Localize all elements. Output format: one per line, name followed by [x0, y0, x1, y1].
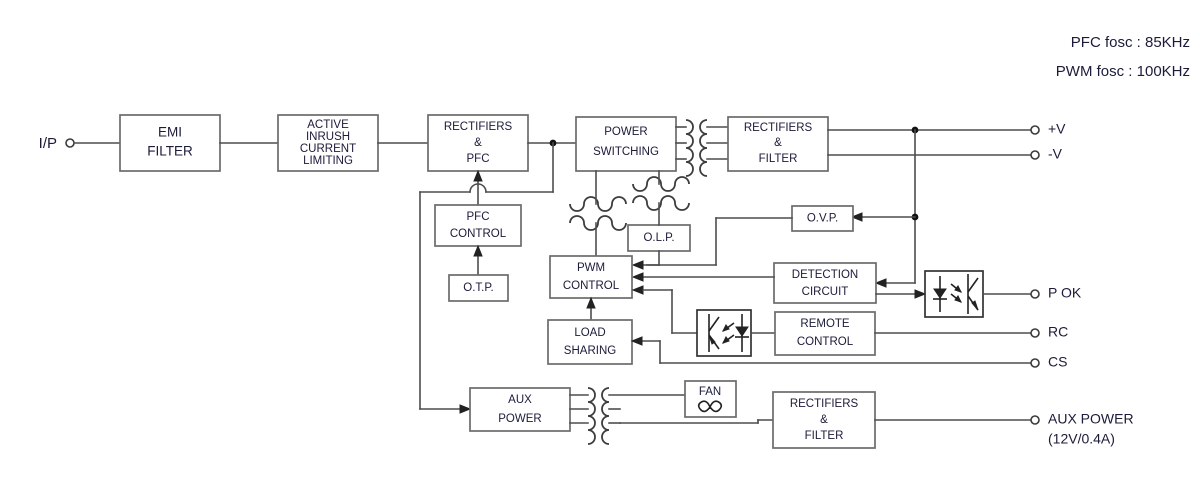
block-pwm-control-line2: CONTROL [563, 280, 620, 292]
block-remote-control [774, 311, 876, 356]
arrowhead-detection-to-opto [914, 289, 927, 299]
block-emi-filter-line2: FILTER [147, 144, 193, 159]
block-rectfilter-line3: FILTER [759, 153, 798, 165]
block-pwm-control-line1: PWM [577, 262, 605, 274]
block-active-inrush-current-limiting [277, 114, 379, 172]
block-emi-filter-line1: EMI [158, 125, 182, 140]
terminal-label-plus-v: +V [1048, 121, 1066, 137]
block-rectfilter-line2: & [774, 137, 782, 149]
block-fan-label: FAN [699, 386, 721, 398]
current-transformer-olp [632, 170, 690, 226]
block-power-switching-line2: SWITCHING [593, 146, 659, 158]
block-aux-power [469, 387, 571, 432]
block-rectpfc-line3: PFC [467, 153, 490, 165]
arrowhead-detection-to-pwm [631, 272, 644, 282]
optocoupler-p-ok [924, 270, 984, 318]
arrowhead-cs-to-loadsharing [630, 336, 643, 346]
block-inrush-line4: LIMITING [303, 155, 353, 167]
block-rectifiers-and-pfc [427, 114, 529, 172]
block-remote-control-line2: CONTROL [797, 336, 854, 348]
block-ovp-label: O.V.P. [807, 213, 838, 225]
block-pfc-control-line2: CONTROL [450, 228, 507, 240]
block-pfc-control [434, 204, 522, 247]
wire-hop-over-pfc-arrow [469, 183, 487, 193]
arrowhead-pfccontrol-to-rectpfc [473, 169, 483, 182]
block-load-sharing-line1: LOAD [574, 327, 605, 339]
fan-icon [697, 400, 723, 413]
block-aux-rectfilter-line3: FILTER [805, 430, 844, 442]
block-inrush-line2: INRUSH [306, 131, 350, 143]
current-transformer-pwm [569, 170, 627, 257]
block-power-switching-line1: POWER [604, 126, 647, 138]
input-label: I/P [39, 135, 57, 152]
block-aux-power-line2: POWER [498, 413, 541, 425]
block-pfc-control-line1: PFC [467, 211, 490, 223]
block-olp [627, 224, 691, 252]
terminal-label-minus-v: -V [1048, 146, 1063, 162]
terminal-label-aux-power: AUX POWER [1048, 411, 1134, 427]
block-rectpfc-line1: RECTIFIERS [444, 121, 513, 133]
block-load-sharing [547, 319, 633, 365]
optocoupler-remote-control [696, 309, 752, 357]
block-fan [684, 380, 737, 418]
block-inrush-line1: ACTIVE [307, 119, 349, 131]
block-inrush-line3: CURRENT [300, 143, 356, 155]
arrowhead-loadsharing-to-pwm [586, 296, 596, 309]
terminal-label-p-ok: P OK [1048, 285, 1082, 301]
terminal-aux-power [1030, 415, 1040, 425]
block-remote-control-line1: REMOTE [800, 318, 850, 330]
block-olp-label: O.L.P. [643, 232, 674, 244]
block-detection-line2: CIRCUIT [802, 286, 849, 298]
terminal-label-cs: CS [1048, 354, 1067, 370]
block-rectifiers-and-filter-aux [772, 391, 876, 449]
terminal-cs [1030, 358, 1040, 368]
terminal-minus-v [1030, 150, 1040, 160]
block-aux-rectfilter-line2: & [820, 414, 828, 426]
arrowhead-sense-to-detection [874, 278, 887, 288]
arrowhead-ovp-to-pwm [631, 260, 644, 270]
block-detection-circuit [773, 262, 877, 304]
terminal-p-ok [1030, 289, 1040, 299]
main-transformer [675, 119, 729, 177]
block-rectfilter-line1: RECTIFIERS [744, 122, 813, 134]
block-detection-line1: DETECTION [792, 269, 858, 281]
arrowhead-remote-to-pwm [631, 285, 644, 295]
block-otp-label: O.T.P. [463, 282, 493, 294]
input-terminal [65, 138, 75, 148]
terminal-rc [1030, 328, 1040, 338]
arrowhead-otp-to-pfccontrol [473, 244, 483, 257]
block-load-sharing-line2: SHARING [564, 345, 616, 357]
aux-transformer [569, 387, 686, 445]
arrowhead-sense-to-ovp [850, 212, 863, 222]
block-rectifiers-and-filter-main [727, 116, 829, 172]
terminal-label-rc: RC [1048, 324, 1068, 340]
block-aux-power-line1: AUX [508, 394, 532, 406]
note-pfc-fosc: PFC fosc : 85KHz [1071, 34, 1190, 51]
arrowhead-to-aux-power [459, 404, 472, 414]
terminal-label-aux-power-rating: (12V/0.4A) [1048, 431, 1115, 447]
note-pwm-fosc: PWM fosc : 100KHz [1056, 63, 1190, 80]
block-otp [448, 274, 509, 302]
block-aux-rectfilter-line1: RECTIFIERS [790, 398, 859, 410]
block-power-switching [575, 116, 677, 172]
block-rectpfc-line2: & [474, 137, 482, 149]
block-ovp [791, 205, 854, 232]
terminal-plus-v [1030, 125, 1040, 135]
